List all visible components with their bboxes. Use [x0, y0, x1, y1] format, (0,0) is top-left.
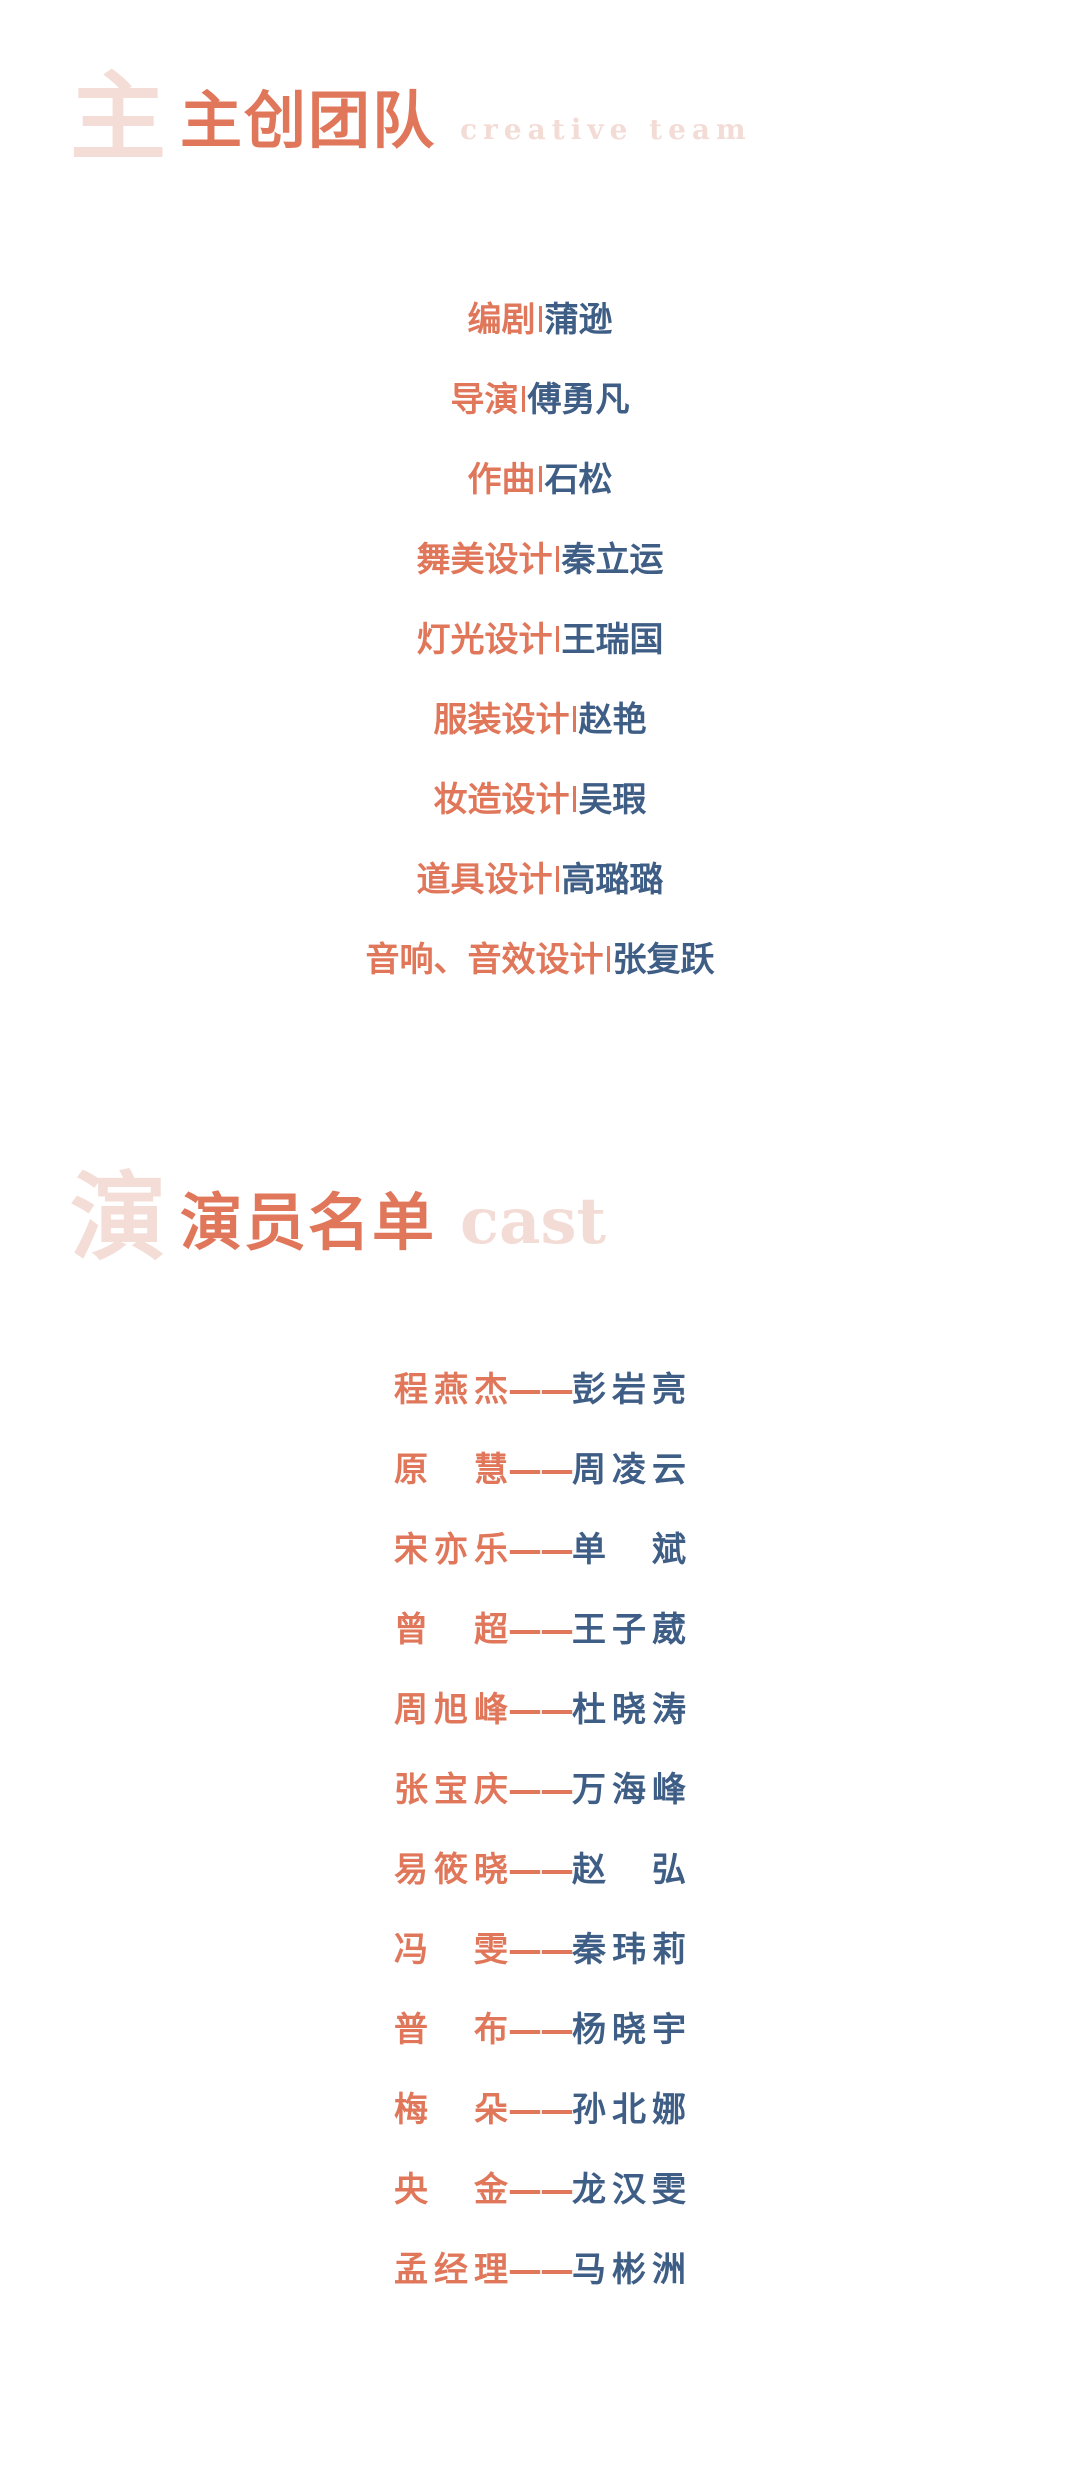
actor-name: 彭岩亮 [572, 1370, 686, 1410]
role-person: 石松 [544, 460, 613, 500]
dash-separator: —— [508, 1530, 574, 1570]
role-label: 导演 [450, 380, 519, 420]
cast-header: 演 演员名单 cast [0, 1140, 1080, 1300]
team-role-row: 音响、音效设计张复跃 [0, 938, 1080, 982]
team-role-row: 灯光设计王瑞国 [0, 618, 1080, 662]
team-role-row: 编剧蒲逊 [0, 298, 1080, 342]
role-person: 蒲逊 [544, 300, 613, 340]
actor-name: 杜晓涛 [572, 1690, 686, 1730]
actor-name: 赵弘 [572, 1850, 686, 1890]
actor-name: 秦玮莉 [572, 1930, 686, 1970]
divider [555, 866, 559, 892]
role-person: 赵艳 [578, 700, 647, 740]
cast-row: 曾超——王子葳 [0, 1608, 1080, 1652]
character-name: 宋亦乐 [394, 1530, 508, 1570]
divider [606, 946, 610, 972]
role-person: 吴瑕 [578, 780, 647, 820]
actor-name: 杨晓宇 [572, 2010, 686, 2050]
cast-row: 央金——龙汉雯 [0, 2168, 1080, 2212]
actor-name: 周凌云 [572, 1450, 686, 1490]
team-role-row: 舞美设计秦立运 [0, 538, 1080, 582]
team-role-row: 导演傅勇凡 [0, 378, 1080, 422]
cast-row: 梅朵——孙北娜 [0, 2088, 1080, 2132]
cast-row: 普布——杨晓宇 [0, 2008, 1080, 2052]
role-person: 秦立运 [561, 540, 664, 580]
character-name: 周旭峰 [394, 1690, 508, 1730]
actor-name: 万海峰 [572, 1770, 686, 1810]
cast-row: 孟经理——马彬洲 [0, 2248, 1080, 2292]
character-name: 原慧 [394, 1450, 508, 1490]
role-label: 服装设计 [433, 700, 570, 740]
team-ghost-subtitle: creative team [460, 113, 752, 146]
divider [538, 466, 542, 492]
role-label: 作曲 [467, 460, 536, 500]
role-person: 王瑞国 [561, 620, 664, 660]
cast-row: 程燕杰——彭岩亮 [0, 1368, 1080, 1412]
divider [572, 786, 576, 812]
character-name: 张宝庆 [394, 1770, 508, 1810]
character-name: 央金 [394, 2170, 508, 2210]
role-person: 高璐璐 [561, 860, 664, 900]
team-header: 主 主创团队 creative team [0, 40, 1080, 200]
team-ghost-char: 主 [70, 61, 166, 174]
actor-name: 马彬洲 [572, 2250, 686, 2290]
team-role-row: 作曲石松 [0, 458, 1080, 502]
dash-separator: —— [508, 1770, 574, 1810]
dash-separator: —— [508, 2250, 574, 2290]
team-role-row: 妆造设计吴瑕 [0, 778, 1080, 822]
cast-row: 周旭峰——杜晓涛 [0, 1688, 1080, 1732]
role-label: 编剧 [467, 300, 536, 340]
divider [572, 706, 576, 732]
role-person: 张复跃 [612, 940, 715, 980]
cast-row: 原慧——周凌云 [0, 1448, 1080, 1492]
dash-separator: —— [508, 1450, 574, 1490]
dash-separator: —— [508, 2010, 574, 2050]
actor-name: 单斌 [572, 1530, 686, 1570]
dash-separator: —— [508, 1610, 574, 1650]
dash-separator: —— [508, 2170, 574, 2210]
role-label: 道具设计 [416, 860, 553, 900]
divider [555, 546, 559, 572]
character-name: 普布 [394, 2010, 508, 2050]
character-name: 梅朵 [394, 2090, 508, 2130]
cast-ghost-subtitle: cast [460, 1184, 607, 1259]
character-name: 孟经理 [394, 2250, 508, 2290]
character-name: 易筱晓 [394, 1850, 508, 1890]
character-name: 冯雯 [394, 1930, 508, 1970]
cast-ghost-char: 演 [70, 1161, 166, 1274]
divider [555, 626, 559, 652]
cast-row: 易筱晓——赵弘 [0, 1848, 1080, 1892]
role-label: 音响、音效设计 [365, 940, 604, 980]
character-name: 曾超 [394, 1610, 508, 1650]
team-role-row: 道具设计高璐璐 [0, 858, 1080, 902]
actor-name: 龙汉雯 [572, 2170, 686, 2210]
actor-name: 孙北娜 [572, 2090, 686, 2130]
character-name: 程燕杰 [394, 1370, 508, 1410]
cast-row: 宋亦乐——单斌 [0, 1528, 1080, 1572]
dash-separator: —— [508, 2090, 574, 2130]
role-label: 灯光设计 [416, 620, 553, 660]
divider [521, 386, 525, 412]
cast-title: 演员名单 [180, 1186, 437, 1259]
dash-separator: —— [508, 1370, 574, 1410]
role-person: 傅勇凡 [527, 380, 630, 420]
actor-name: 王子葳 [572, 1610, 686, 1650]
cast-row: 张宝庆——万海峰 [0, 1768, 1080, 1812]
dash-separator: —— [508, 1850, 574, 1890]
divider [538, 306, 542, 332]
cast-row: 冯雯——秦玮莉 [0, 1928, 1080, 1972]
team-role-row: 服装设计赵艳 [0, 698, 1080, 742]
role-label: 舞美设计 [416, 540, 553, 580]
dash-separator: —— [508, 1930, 574, 1970]
team-title: 主创团队 [180, 84, 437, 157]
dash-separator: —— [508, 1690, 574, 1730]
role-label: 妆造设计 [433, 780, 570, 820]
